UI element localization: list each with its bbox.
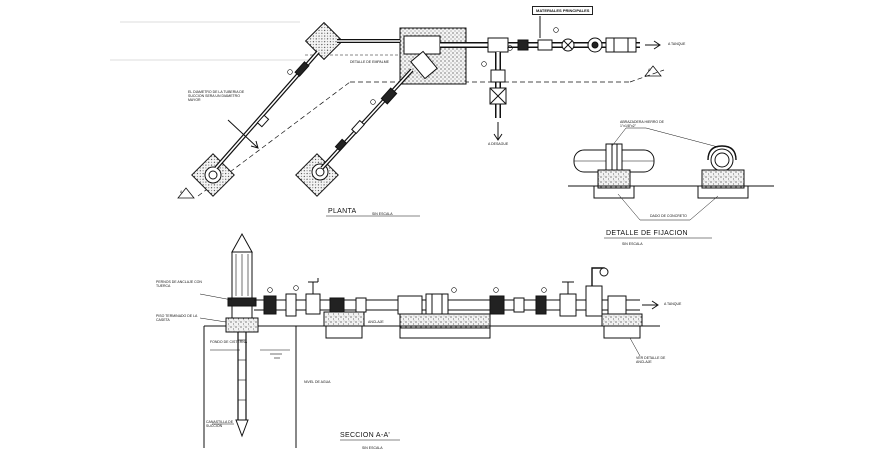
- section-label-floor: PISO TERMINADO DE LA CASETA: [156, 314, 198, 322]
- plan-note-joint: DETALLE DE EMPALME: [350, 60, 389, 64]
- detail-scale: SIN ESCALA: [622, 242, 643, 246]
- section-title: SECCION A-A': [340, 432, 391, 439]
- detail-bracket-label: ABRAZADERA HIERRO DE 1"x1/8"x2": [620, 120, 664, 128]
- plan-view: [110, 16, 665, 217]
- section-label-water: NIVEL DE AGUA: [304, 380, 331, 384]
- cut-marker-a-prime: A': [648, 68, 652, 72]
- plan-scale: SIN ESCALA: [372, 212, 393, 216]
- plan-title: PLANTA: [328, 208, 357, 215]
- section-label-detail-ref: VER DETALLE DE ANCLAJE: [636, 356, 666, 364]
- fixation-detail: [568, 127, 774, 239]
- section-scale: SIN ESCALA: [362, 446, 383, 450]
- plan-drain-arrow-label: A DESAGUE: [488, 142, 509, 146]
- plan-note-suction: EL DIAMETRO DE LA TUBERIA DE SUCCION SER…: [188, 90, 245, 102]
- cut-marker-a: A: [180, 190, 183, 194]
- section-tank-arrow-label: A TANQUE: [664, 302, 682, 306]
- header-box: MATERIALES PRINCIPALES: [532, 6, 594, 15]
- section-label-bottom: FONDO DE CISTERNA: [210, 340, 248, 344]
- section-label-basket: CANASTILLA DE SUCCION: [206, 420, 234, 428]
- section-label-anchor: ANCLAJE: [368, 320, 384, 324]
- plan-tank-arrow-label: A TANQUE: [668, 42, 686, 46]
- detail-base-label: DADO DE CONCRETO: [650, 214, 687, 218]
- section-view: [199, 232, 660, 448]
- section-label-bolts: PERNOS DE ANCLAJE CON TUERCA: [156, 280, 202, 288]
- detail-title: DETALLE DE FIJACION: [606, 230, 688, 237]
